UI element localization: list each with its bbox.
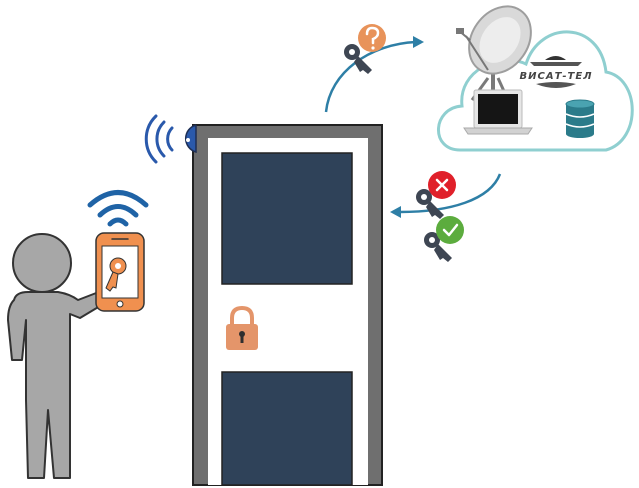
brand-label: ВИСАТ-ТЕЛ	[520, 71, 593, 82]
database-icon	[565, 99, 595, 138]
door-panel-top	[221, 152, 353, 285]
door-reader-icon	[184, 124, 197, 153]
wifi-icon	[87, 190, 149, 227]
granted-check-icon	[436, 216, 464, 244]
denied-key-icon	[416, 189, 444, 219]
door	[192, 124, 383, 486]
reader-wireless-icon	[144, 114, 174, 164]
denied-x-icon	[428, 171, 456, 199]
door-panel-bottom	[221, 371, 353, 486]
request-key-icon	[344, 44, 372, 74]
phone-key-icon	[105, 257, 127, 292]
laptop-icon	[463, 89, 533, 135]
padlock-icon	[226, 305, 258, 350]
person-icon	[7, 233, 111, 479]
brand-logo: ВИСАТ-ТЕЛ	[520, 56, 593, 88]
granted-key-icon	[424, 232, 452, 262]
response-arrow	[390, 173, 502, 218]
question-icon	[358, 24, 386, 52]
